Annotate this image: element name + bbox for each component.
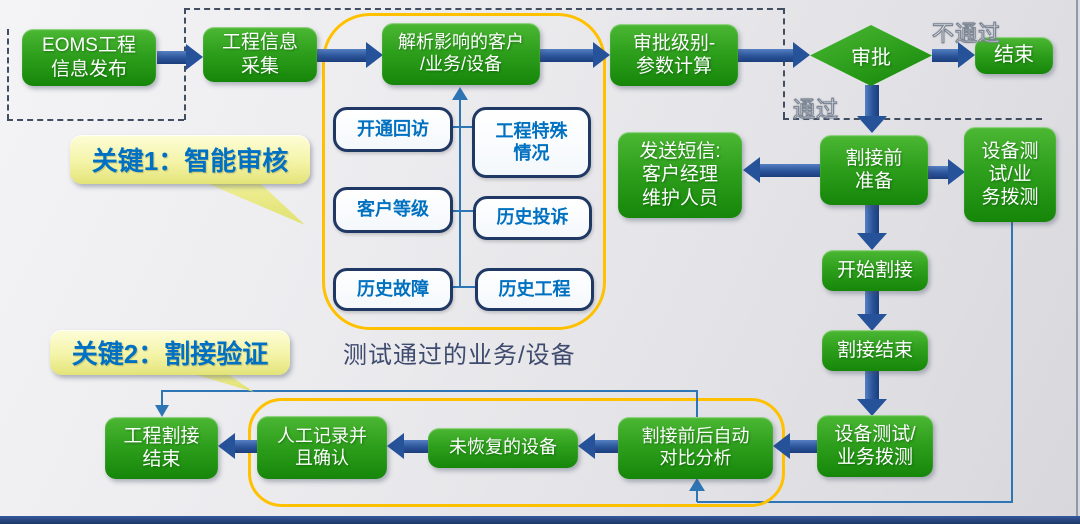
key2-line-drop-left bbox=[161, 390, 163, 406]
key2-line-horizontal bbox=[162, 390, 698, 392]
smart-audit-group-outline bbox=[322, 13, 606, 330]
dashed-frame-bottom-right bbox=[783, 118, 1042, 120]
slide-right-border bbox=[1076, 0, 1078, 516]
arrow-analyze-to-calc bbox=[540, 42, 610, 68]
arrow-test-to-compare bbox=[773, 433, 818, 459]
arrow-start-to-endcutover bbox=[857, 291, 887, 331]
factor-stub-3 bbox=[445, 286, 476, 288]
slide-inner-corner-v bbox=[1011, 222, 1013, 503]
feedback-arrowhead-up bbox=[689, 478, 705, 491]
factor-history-project: 历史工程 bbox=[475, 268, 594, 311]
caption-tested-devices: 测试通过的业务/设备 bbox=[343, 342, 576, 369]
arrow-endcutover-to-test bbox=[857, 371, 887, 416]
arrow-calc-to-approve bbox=[738, 42, 810, 68]
key2-line-drop-right bbox=[696, 390, 698, 417]
slide-inner-corner-h bbox=[697, 501, 1013, 503]
node-approval-calc: 审批级别- 参数计算 bbox=[610, 24, 738, 86]
factor-tree-arrowhead-up bbox=[452, 87, 468, 100]
factor-opening-callback: 开通回访 bbox=[333, 107, 453, 152]
node-manual-confirm: 人工记录并 且确认 bbox=[257, 416, 387, 479]
factor-special-case: 工程特殊 情况 bbox=[472, 107, 591, 178]
callout-key1: 关键1：智能审核 bbox=[70, 135, 310, 184]
arrow-compare-to-unrecovered bbox=[578, 433, 619, 459]
dashed-frame-divider bbox=[184, 8, 186, 120]
arrow-precutover-to-devicetest bbox=[928, 159, 965, 185]
node-analyze-impact: 解析影响的客户 /业务/设备 bbox=[382, 23, 540, 85]
node-unrecovered-devices: 未恢复的设备 bbox=[428, 428, 578, 468]
key2-arrowhead-down bbox=[155, 405, 169, 417]
factor-stub-2 bbox=[445, 210, 474, 212]
node-project-cutover-end: 工程割接 结束 bbox=[105, 417, 218, 479]
slide-bottom-bar bbox=[0, 516, 1080, 524]
dashed-frame-left bbox=[7, 29, 9, 120]
node-end-cutover: 割接结束 bbox=[822, 330, 928, 371]
arrow-approve-to-precutover bbox=[857, 85, 887, 133]
dashed-frame-bottom-left bbox=[7, 119, 184, 121]
node-device-test-right: 设备测 试/业 务拨测 bbox=[964, 127, 1056, 222]
node-auto-compare: 割接前后自动 对比分析 bbox=[618, 417, 773, 479]
factor-customer-level: 客户等级 bbox=[333, 187, 453, 233]
arrow-publish-to-collect bbox=[157, 44, 203, 70]
node-device-test-bottom: 设备测试/ 业务拨测 bbox=[817, 415, 933, 477]
factor-history-complaint: 历史投诉 bbox=[473, 196, 592, 240]
factor-history-fault: 历史故障 bbox=[333, 268, 453, 311]
feedback-line-up-segment bbox=[696, 489, 698, 502]
arrow-precutover-to-start bbox=[857, 205, 887, 250]
node-send-sms: 发送短信: 客户经理 维护人员 bbox=[618, 132, 742, 218]
node-end: 结束 bbox=[975, 37, 1053, 74]
label-fail: 不通过 bbox=[931, 20, 1002, 46]
factor-tree-line-vertical bbox=[459, 99, 461, 288]
factor-stub-1 bbox=[445, 126, 473, 128]
arrow-manual-to-projectend bbox=[218, 433, 258, 459]
node-pre-cutover: 割接前 准备 bbox=[820, 135, 928, 205]
arrow-collect-to-analyze bbox=[317, 42, 383, 68]
arrow-approve-to-end bbox=[932, 42, 975, 68]
node-info-collect: 工程信息 采集 bbox=[203, 27, 317, 82]
label-pass: 通过 bbox=[792, 96, 840, 122]
node-eoms-publish: EOMS工程 信息发布 bbox=[22, 29, 156, 86]
arrow-unrecovered-to-manual bbox=[387, 433, 429, 459]
callout-key2: 关键2：割接验证 bbox=[50, 330, 290, 375]
dashed-frame-top bbox=[184, 8, 783, 10]
node-approve-decision: 审批 bbox=[810, 25, 932, 86]
node-start-cutover: 开始割接 bbox=[822, 250, 928, 291]
arrow-precutover-to-sms bbox=[743, 157, 821, 183]
dashed-frame-right-divider bbox=[783, 8, 785, 118]
